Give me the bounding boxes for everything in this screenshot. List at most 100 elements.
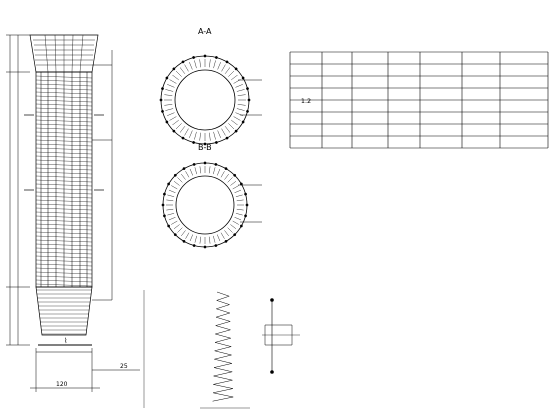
section-bar-dot bbox=[192, 163, 196, 166]
section-bar-dot bbox=[203, 142, 207, 146]
section-bar-tick bbox=[167, 84, 175, 88]
section-bar-dot bbox=[241, 120, 245, 124]
material-table-cells: 1.2 bbox=[301, 97, 311, 105]
section-bar-dot bbox=[233, 233, 237, 237]
section-bar-dot bbox=[159, 98, 163, 102]
stirrup bbox=[35, 75, 93, 79]
section-aa: A-A bbox=[159, 27, 262, 146]
section-bar-dot bbox=[244, 192, 247, 196]
material-table: 1.2 bbox=[289, 51, 549, 149]
section-aa-bars bbox=[159, 54, 251, 146]
section-bar-tick bbox=[220, 171, 225, 178]
section-bar-tick bbox=[213, 131, 216, 140]
section-bar-tick bbox=[208, 236, 211, 244]
section-bar-dot bbox=[224, 239, 228, 243]
section-bar-tick bbox=[220, 232, 225, 239]
stirrup bbox=[35, 99, 93, 103]
elevation-view: ⌇ bbox=[6, 34, 140, 392]
section-bar-tick bbox=[232, 185, 239, 190]
section-bar-tick bbox=[189, 130, 193, 138]
section-bar-dot bbox=[192, 244, 196, 247]
section-bar-dot bbox=[245, 203, 249, 207]
stirrup bbox=[35, 119, 93, 123]
section-bar-dot bbox=[214, 244, 218, 247]
section-bar-tick bbox=[217, 234, 221, 242]
stirrup bbox=[35, 147, 93, 151]
section-bar-dot bbox=[161, 203, 165, 207]
pile-head-hatch bbox=[33, 34, 95, 73]
section-bar-tick bbox=[194, 167, 197, 175]
section-bar-tick bbox=[177, 227, 183, 233]
section-bar-tick bbox=[217, 62, 221, 70]
section-bar-dot bbox=[224, 167, 228, 171]
pile-toe-outline bbox=[35, 286, 93, 336]
left-dimension-lines bbox=[6, 34, 30, 346]
section-bar-tick bbox=[217, 168, 221, 176]
stirrup bbox=[35, 283, 93, 287]
section-bar-tick bbox=[194, 60, 197, 69]
right-leader-lines bbox=[92, 50, 113, 301]
stirrup bbox=[35, 255, 93, 259]
section-bb-bars bbox=[161, 161, 249, 249]
section-bar-tick bbox=[194, 131, 197, 140]
table-group-label: 1.2 bbox=[301, 97, 311, 105]
stirrup bbox=[35, 231, 93, 235]
section-bar-tick bbox=[189, 62, 193, 70]
stirrup bbox=[35, 203, 93, 207]
stirrup bbox=[35, 279, 93, 283]
section-bar-tick bbox=[236, 208, 244, 211]
stirrup bbox=[35, 191, 93, 195]
section-bar-dot bbox=[246, 109, 249, 113]
section-bar-tick bbox=[189, 234, 193, 242]
stirrup bbox=[35, 187, 93, 191]
section-bar-dot bbox=[173, 173, 177, 177]
section-bar-tick bbox=[221, 128, 226, 136]
section-bar-dot bbox=[241, 76, 245, 80]
stirrup bbox=[35, 171, 93, 175]
section-bar-tick bbox=[233, 116, 241, 121]
stirrup bbox=[35, 135, 93, 139]
section-bar-tick bbox=[166, 208, 174, 211]
section-bar-dot bbox=[214, 56, 218, 59]
section-bar-tick bbox=[235, 84, 243, 88]
section-bar-tick bbox=[175, 123, 182, 130]
section-bar-tick bbox=[237, 104, 246, 106]
section-bar-dot bbox=[192, 56, 196, 59]
pile-toe-hatch bbox=[36, 289, 92, 335]
stirrup bbox=[35, 199, 93, 203]
stirrup bbox=[35, 243, 93, 247]
section-bar-tick bbox=[213, 167, 216, 175]
stirrup bbox=[35, 175, 93, 179]
stirrup bbox=[35, 223, 93, 227]
stirrup bbox=[35, 227, 93, 231]
section-bar-tick bbox=[172, 74, 179, 81]
section-bar-tick bbox=[237, 94, 246, 96]
section-bb-label: B-B bbox=[198, 143, 212, 152]
section-bar-tick bbox=[181, 230, 186, 237]
stirrup bbox=[35, 103, 93, 107]
section-bar-dot bbox=[192, 141, 196, 144]
section-bar-dot bbox=[225, 60, 229, 64]
section-bar-tick bbox=[189, 168, 193, 176]
section-bar-tick bbox=[236, 89, 245, 92]
bar-detail bbox=[143, 290, 300, 409]
section-bar-tick bbox=[236, 199, 244, 202]
section-bar-tick bbox=[213, 60, 216, 69]
section-bar-dot bbox=[233, 173, 237, 177]
section-bar-dot bbox=[203, 161, 207, 165]
section-bar-dot bbox=[234, 129, 238, 133]
stirrup bbox=[35, 131, 93, 135]
section-bar-tick bbox=[228, 70, 235, 77]
section-bar-tick bbox=[194, 235, 197, 243]
stirrup bbox=[35, 275, 93, 279]
material-table-grid bbox=[289, 51, 549, 149]
stirrup bbox=[35, 179, 93, 183]
stirrup bbox=[35, 87, 93, 91]
stirrup bbox=[35, 195, 93, 199]
section-bar-tick bbox=[230, 181, 237, 186]
section-bar-dot bbox=[165, 120, 169, 124]
section-bar-dot bbox=[173, 233, 177, 237]
section-bar-dot bbox=[244, 214, 247, 218]
bottom-dim-width: 120 bbox=[56, 381, 68, 388]
section-bar-tick bbox=[167, 112, 175, 116]
